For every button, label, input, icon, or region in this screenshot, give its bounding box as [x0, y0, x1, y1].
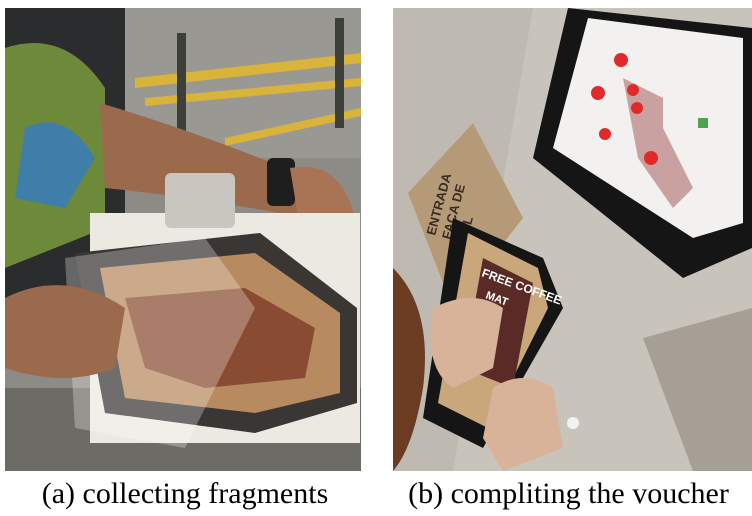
- caption-a: (a) collecting fragments: [41, 477, 329, 510]
- photo-panel-b: ENTRADA FACA DE MEL FREE COFFEE MAT: [393, 8, 752, 471]
- caption-b: (b) compliting the voucher: [408, 477, 729, 510]
- photo-panel-a: [5, 8, 361, 471]
- photo-collecting-fragments: [5, 8, 361, 471]
- photo-completing-voucher: ENTRADA FACA DE MEL FREE COFFEE MAT: [393, 8, 752, 471]
